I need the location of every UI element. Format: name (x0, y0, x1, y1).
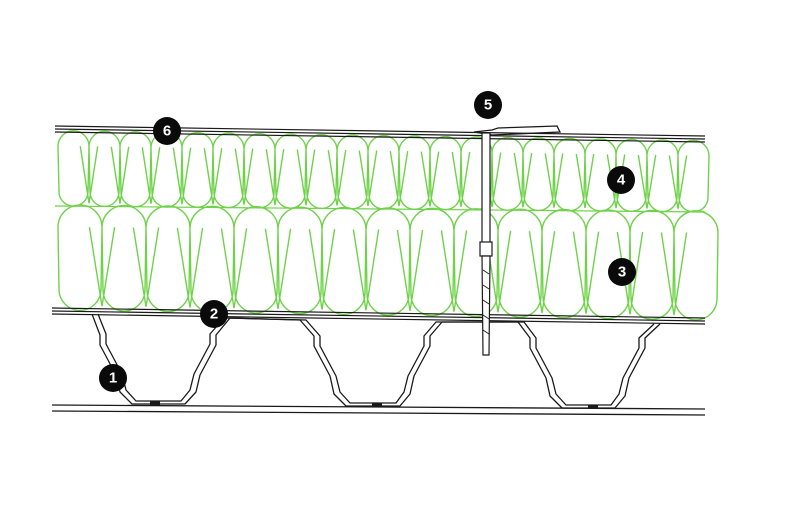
callout-1-label: 1 (109, 370, 117, 387)
upper-insulation-pattern (57, 130, 710, 213)
deck-profile-inner (97, 313, 655, 406)
callout-6-label: 6 (163, 123, 171, 140)
callout-3: 3 (608, 258, 636, 286)
steel-deck (51, 313, 706, 416)
callout-5-label: 5 (484, 97, 492, 114)
callout-2-label: 2 (210, 306, 218, 323)
lower-insulation-pattern (57, 204, 719, 321)
mechanical-fastener (473, 125, 562, 356)
callout-3-label: 3 (618, 264, 626, 281)
callout-1: 1 (99, 364, 127, 392)
callout-6: 6 (153, 117, 181, 145)
callout-4-label: 4 (617, 172, 626, 189)
vapour-barrier (51, 307, 706, 325)
lower-insulation-layer (57, 204, 719, 321)
callout-2: 2 (200, 300, 228, 328)
deck-profile-outer (91, 313, 661, 409)
callout-4: 4 (607, 166, 635, 194)
callout-5: 5 (474, 91, 502, 119)
